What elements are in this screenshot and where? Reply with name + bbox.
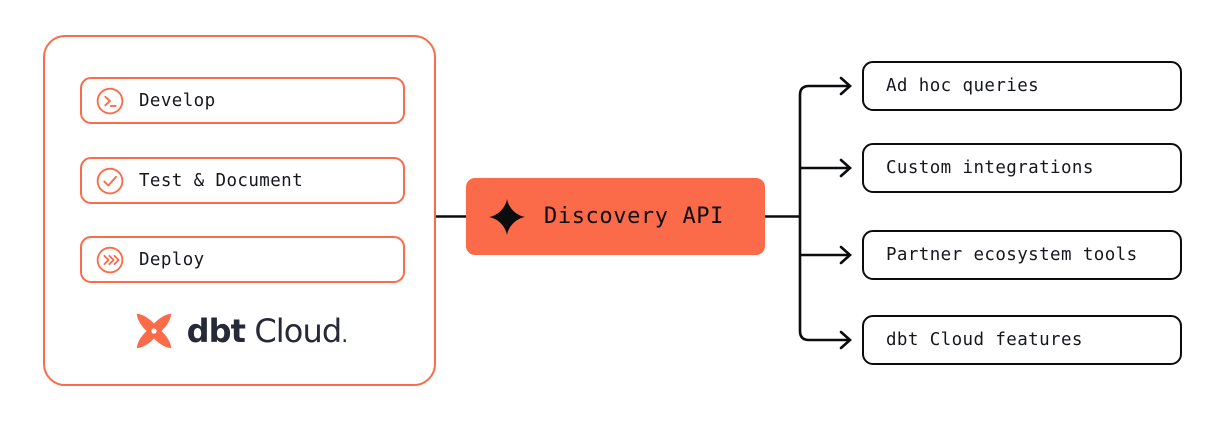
stage-item-deploy[interactable]: Deploy xyxy=(80,236,405,283)
sparkle-icon xyxy=(488,198,526,235)
discovery-api-node[interactable]: Discovery API xyxy=(466,178,765,255)
consumer-box-partner-ecosystem-tools[interactable]: Partner ecosystem tools xyxy=(862,230,1182,280)
discovery-api-label: Discovery API xyxy=(544,204,724,229)
consumer-box-dbt-cloud-features[interactable]: dbt Cloud features xyxy=(862,315,1182,365)
consumer-box-ad-hoc-queries[interactable]: Ad hoc queries xyxy=(862,61,1182,111)
fast-forward-circle-icon xyxy=(96,246,124,273)
stage-item-test-document[interactable]: Test & Document xyxy=(80,157,405,204)
wordmark-dot: . xyxy=(341,323,348,348)
dbt-cloud-platform-container: Develop Test & Document Deploy xyxy=(43,35,436,386)
consumer-label-dbt-cloud-features: dbt Cloud features xyxy=(886,330,1083,350)
stage-label-test-document: Test & Document xyxy=(139,170,304,191)
wordmark-cloud: Cloud xyxy=(254,312,342,350)
arrowhead-partner-ecosystem-tools xyxy=(839,245,852,265)
trunk-branch-top xyxy=(798,84,848,217)
check-circle-icon xyxy=(96,167,124,194)
consumer-box-custom-integrations[interactable]: Custom integrations xyxy=(862,143,1182,193)
arrowhead-ad-hoc-queries xyxy=(839,76,852,96)
dbt-cloud-wordmark: dbt Cloud. xyxy=(186,312,349,350)
stage-item-develop[interactable]: Develop xyxy=(80,77,405,124)
consumer-label-partner-ecosystem-tools: Partner ecosystem tools xyxy=(886,245,1138,265)
dbt-cloud-logo: dbt Cloud. xyxy=(45,309,434,353)
consumer-label-ad-hoc-queries: Ad hoc queries xyxy=(886,76,1040,96)
stage-label-deploy: Deploy xyxy=(139,249,205,270)
terminal-prompt-icon xyxy=(96,87,124,114)
dbt-x-mark-icon xyxy=(136,313,171,349)
trunk-branch-bottom xyxy=(798,216,848,342)
consumer-label-custom-integrations: Custom integrations xyxy=(886,158,1094,178)
stage-label-develop: Develop xyxy=(139,90,216,111)
arrowhead-custom-integrations xyxy=(839,158,852,178)
wordmark-dbt: dbt xyxy=(186,312,246,350)
arrowhead-dbt-cloud-features xyxy=(839,330,852,350)
